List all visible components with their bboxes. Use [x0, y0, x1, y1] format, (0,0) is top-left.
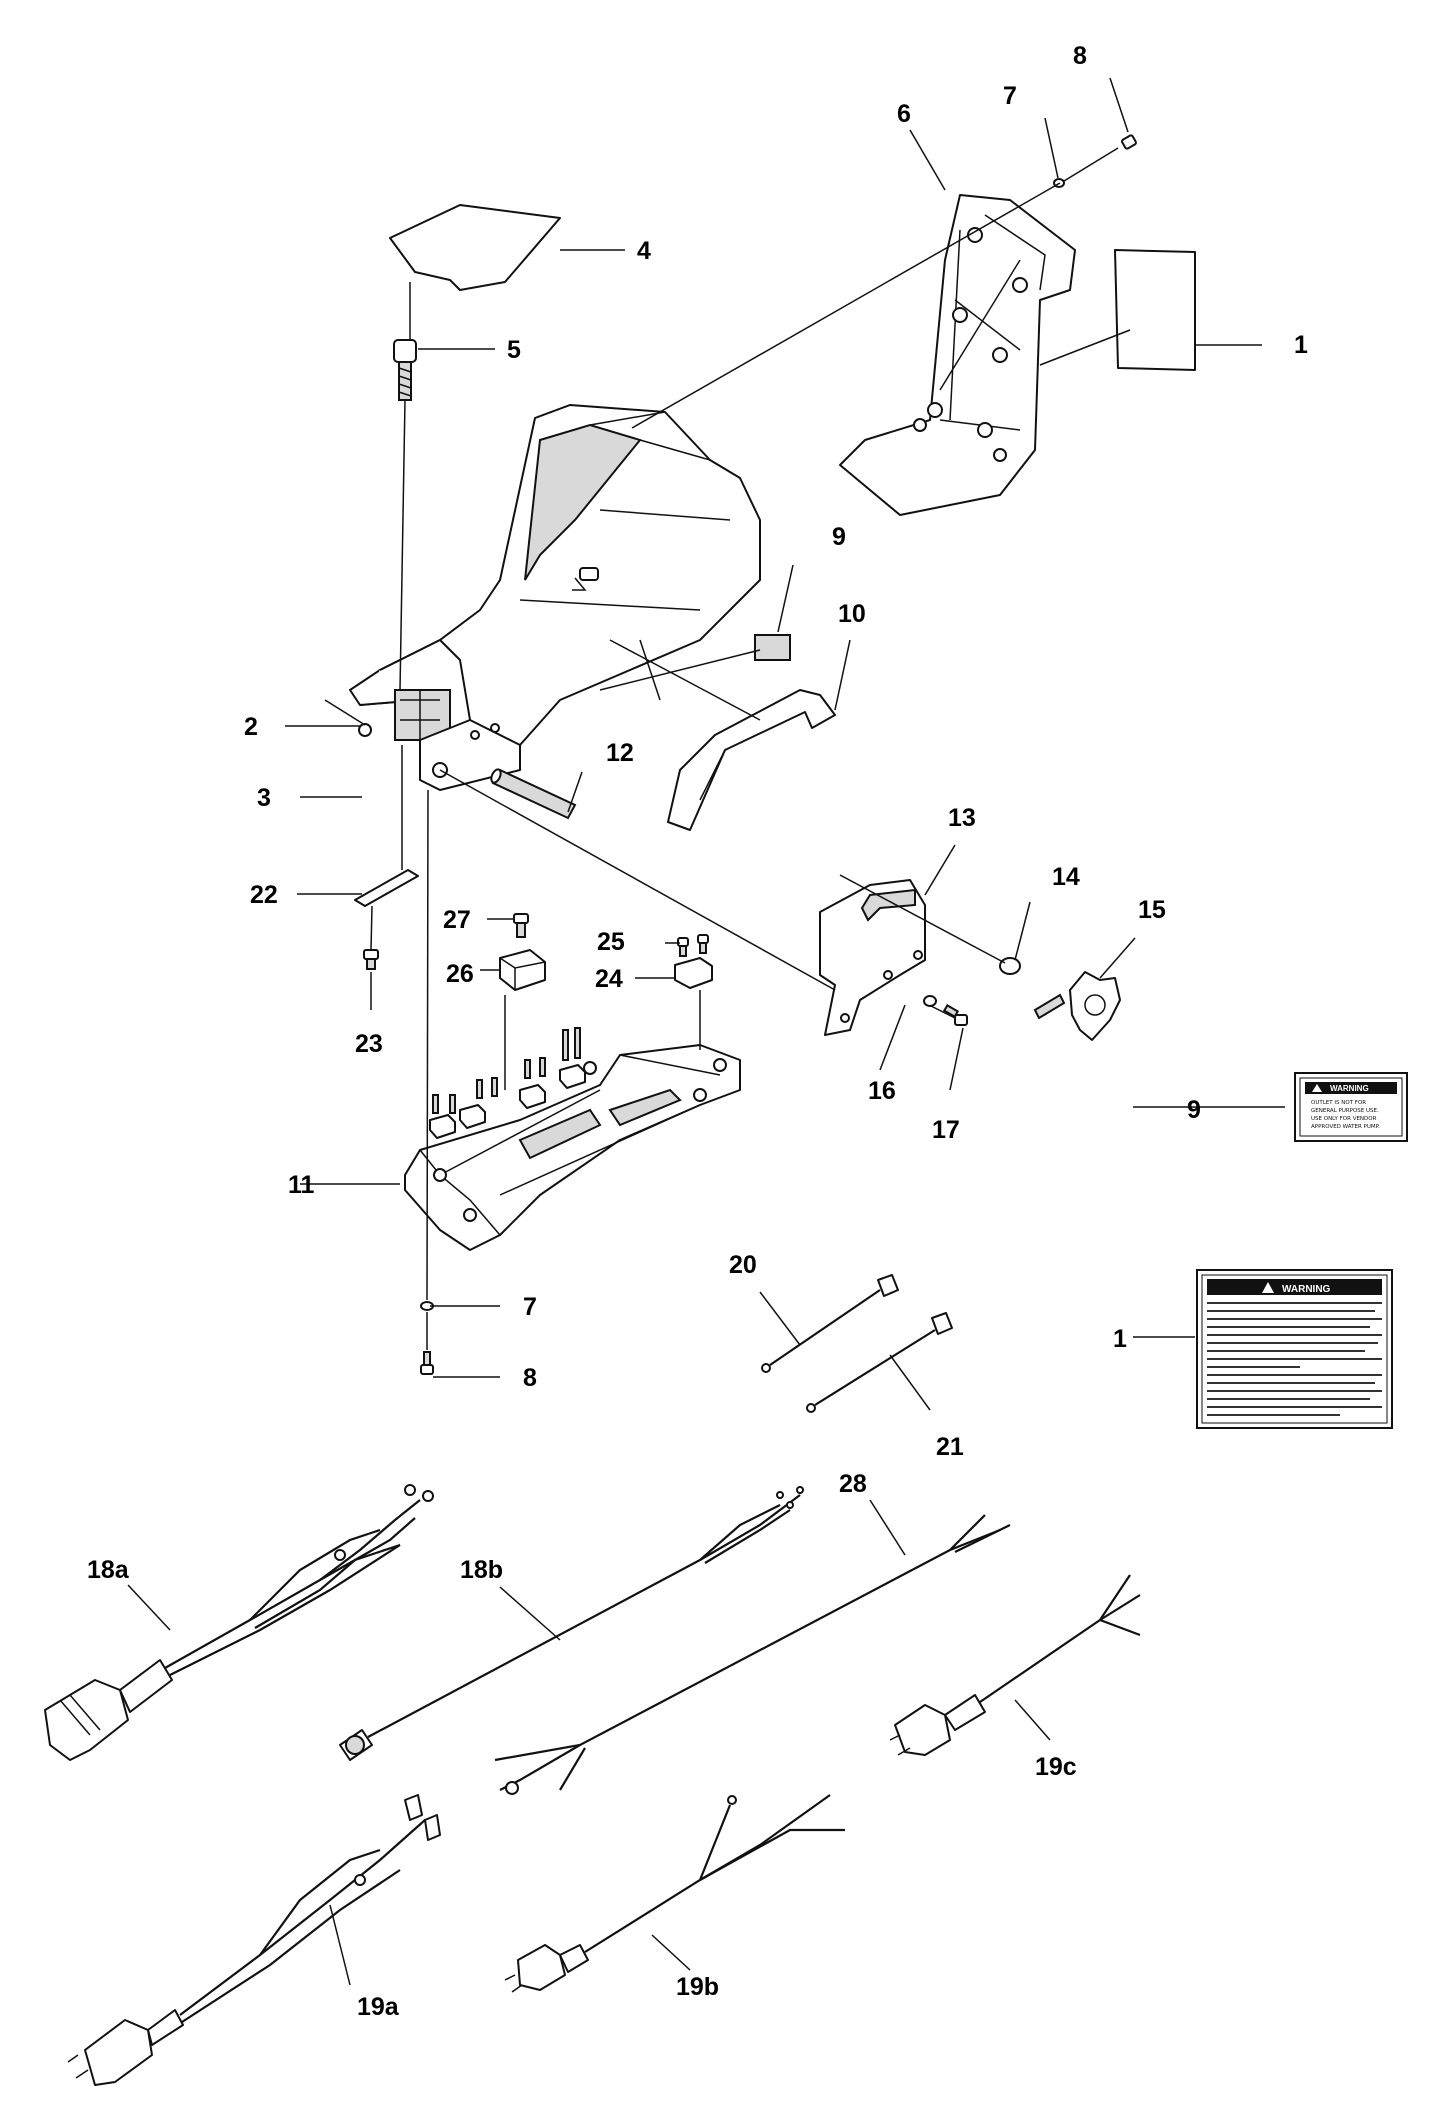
callout-19b: 19b	[676, 1973, 719, 2001]
part-12-pin	[490, 768, 577, 820]
part-9-label-on-housing	[754, 634, 791, 661]
part-18b-cable	[339, 1486, 804, 1761]
part-13-plate	[819, 879, 926, 1036]
label-small-title: WARNING	[1330, 1084, 1369, 1093]
callout-13: 13	[948, 804, 976, 832]
callout-numbers: 1 1 2 3 4 5 6 7 7 8 8 9 9 10 11 12 13 14…	[87, 42, 1308, 2021]
callout-3: 3	[257, 784, 271, 812]
callout-25: 25	[597, 928, 625, 956]
callout-18b: 18b	[460, 1556, 503, 1584]
callout-7-top: 7	[1003, 82, 1017, 110]
callout-10: 10	[838, 600, 866, 628]
part-19b-cord	[504, 1794, 845, 1993]
part-4-plate	[389, 204, 561, 291]
callout-2: 2	[244, 713, 258, 741]
part-9-warning-label: WARNING OUTLET IS NOT FOR GENERAL PURPOS…	[1294, 1072, 1408, 1142]
callout-27: 27	[443, 906, 471, 934]
callout-28: 28	[839, 1470, 867, 1498]
part-22-bar	[354, 869, 419, 907]
part-24-clamp	[674, 957, 713, 989]
callout-6: 6	[897, 100, 911, 128]
part-17-screw	[942, 1004, 968, 1026]
callout-24: 24	[595, 965, 623, 993]
part-19c-cord	[889, 1574, 1141, 1756]
callout-16: 16	[868, 1077, 896, 1105]
part-21-cable	[806, 1312, 953, 1413]
part-5-bolt	[393, 339, 417, 401]
part-2-housing	[349, 404, 761, 791]
callout-19c: 19c	[1035, 1753, 1077, 1781]
part-8-screw-upper	[1121, 134, 1137, 150]
part-16-washer	[923, 995, 937, 1007]
callout-12: 12	[606, 739, 634, 767]
callout-15: 15	[1138, 896, 1166, 924]
part-27-screw	[513, 913, 529, 938]
callout-19a: 19a	[357, 1993, 400, 2021]
callout-5: 5	[507, 336, 521, 364]
part-26-block	[499, 949, 546, 991]
part-1-warning-label: WARNING	[1196, 1269, 1393, 1429]
part-10-handle	[667, 689, 836, 831]
callout-9-housing: 9	[832, 523, 846, 551]
leader-lines	[324, 147, 1131, 1350]
part-6-bracket	[839, 194, 1076, 516]
label-small-line-2: GENERAL PURPOSE USE.	[1311, 1108, 1379, 1114]
callout-1-label: 1	[1113, 1325, 1127, 1353]
label-large-title: WARNING	[1282, 1284, 1331, 1295]
label-small-line-3: USE ONLY FOR VENDOR	[1311, 1116, 1377, 1122]
callout-11: 11	[288, 1171, 315, 1199]
part-28-cable	[494, 1514, 1011, 1795]
part-15-knob	[1033, 971, 1121, 1041]
part-14-washer	[999, 957, 1021, 975]
callout-1-top: 1	[1294, 331, 1308, 359]
callout-leaders	[127, 77, 1285, 1986]
callout-26: 26	[446, 960, 474, 988]
callout-8-bottom: 8	[523, 1364, 537, 1392]
callout-7-bottom: 7	[523, 1293, 537, 1321]
callout-20: 20	[729, 1251, 757, 1279]
callout-9-label: 9	[1187, 1096, 1201, 1124]
part-25-screws	[677, 934, 709, 957]
part-18a-cord	[44, 1484, 434, 1761]
part-1-label-blank	[1114, 249, 1196, 371]
callout-23: 23	[355, 1030, 383, 1058]
callout-8-top: 8	[1073, 42, 1087, 70]
callout-18a: 18a	[87, 1556, 130, 1584]
part-20-cable	[761, 1274, 899, 1373]
part-8-screw-lower	[420, 1351, 434, 1375]
callout-14: 14	[1052, 863, 1080, 891]
label-small-line-1: OUTLET IS NOT FOR	[1311, 1100, 1366, 1106]
callout-21: 21	[936, 1433, 964, 1461]
part-23-screw	[363, 949, 379, 970]
callout-17: 17	[932, 1116, 960, 1144]
callout-22: 22	[250, 881, 278, 909]
callout-4: 4	[637, 237, 651, 265]
label-small-line-4: APPROVED WATER PUMP.	[1311, 1124, 1380, 1130]
part-19a-cord	[67, 1794, 441, 2086]
part-11-base	[404, 1027, 741, 1251]
